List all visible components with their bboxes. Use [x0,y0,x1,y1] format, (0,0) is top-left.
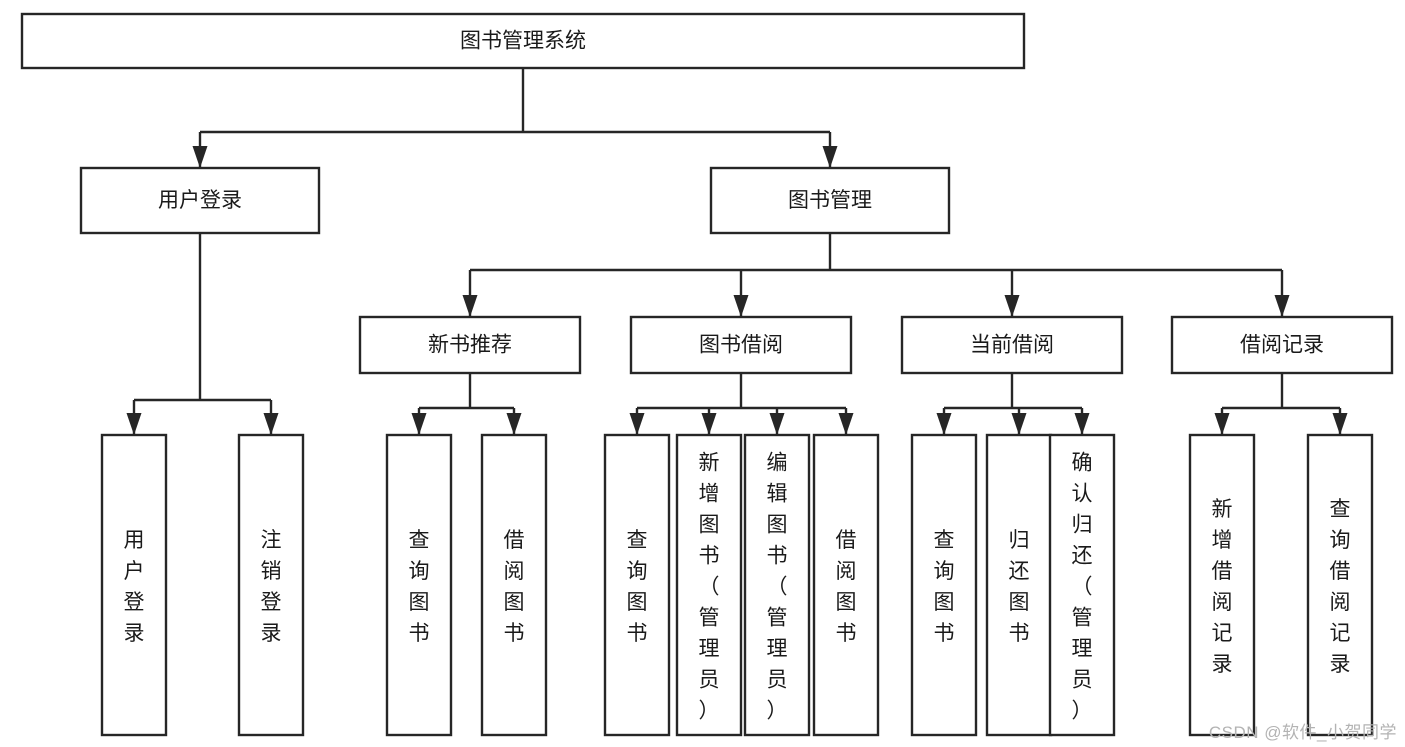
arrow-head-icon [263,413,279,435]
node-leaf-3-box[interactable] [480,433,548,737]
arrow-head-icon [629,413,645,435]
arrow-head-icon [838,413,854,435]
node-leaf-7-label: 借阅图书 [836,529,857,645]
node-leaf-4-box[interactable] [603,433,671,737]
arrow-head-icon [1011,413,1027,435]
node-leaf-10-box[interactable] [1048,433,1116,737]
node-l2-1-label: 图书借阅 [699,334,783,357]
node-leaf-6[interactable]: 编辑图书（管理员） [743,433,811,737]
node-leaf-12-box[interactable] [1306,433,1374,737]
node-leaf-8[interactable]: 查询图书 [910,433,978,737]
node-leaf-6-box[interactable] [743,433,811,737]
node-leaf-10[interactable]: 确认归还（管理员） [1048,433,1116,737]
node-leaf-1-box[interactable] [237,433,305,737]
node-l1-0[interactable]: 用户登录 [79,166,321,235]
arrow-head-icon [1004,295,1020,317]
arrow-head-icon [411,413,427,435]
node-leaf-11[interactable]: 新增借阅记录 [1188,433,1256,737]
node-l2-3-box[interactable] [1170,315,1394,375]
node-leaf-2-box[interactable] [385,433,453,737]
node-leaf-1-label: 注销登录 [261,529,282,645]
node-leaf-10-label: 确认归还（管理员） [1072,452,1093,723]
arrow-head-icon [506,413,522,435]
node-root-book-management-system[interactable]: 图书管理系统 [20,12,1026,70]
node-l2-0-label: 新书推荐 [428,334,512,357]
arrow-head-icon [936,413,952,435]
node-l2-2[interactable]: 当前借阅 [900,315,1124,375]
node-leaf-9[interactable]: 归还图书 [985,433,1053,737]
arrow-head-icon [1214,413,1230,435]
connectors-layer [126,68,1348,435]
node-leaf-8-label: 查询图书 [934,529,955,645]
node-leaf-3[interactable]: 借阅图书 [480,433,548,737]
node-leaf-4[interactable]: 查询图书 [603,433,671,737]
node-leaf-11-label: 新增借阅记录 [1212,498,1233,676]
node-l2-2-label: 当前借阅 [970,334,1054,357]
node-l1-0-box[interactable] [79,166,321,235]
nodes-layer: 图书管理系统用户登录图书管理新书推荐图书借阅当前借阅借阅记录用户登录注销登录查询… [20,12,1394,737]
arrow-head-icon [126,413,142,435]
node-l2-3[interactable]: 借阅记录 [1170,315,1394,375]
node-leaf-2-label: 查询图书 [409,529,430,645]
arrow-head-icon [733,295,749,317]
node-leaf-12[interactable]: 查询借阅记录 [1306,433,1374,737]
arrow-head-icon [462,295,478,317]
node-l2-2-box[interactable] [900,315,1124,375]
node-l2-0-box[interactable] [358,315,582,375]
node-leaf-5[interactable]: 新增图书（管理员） [675,433,743,737]
node-leaf-7[interactable]: 借阅图书 [812,433,880,737]
node-l1-1-box[interactable] [709,166,951,235]
arrow-head-icon [769,413,785,435]
watermark-text: CSDN @软件_小贺同学 [1208,723,1397,742]
node-l2-1[interactable]: 图书借阅 [629,315,853,375]
node-root-book-management-system-label: 图书管理系统 [460,30,586,53]
node-l2-0[interactable]: 新书推荐 [358,315,582,375]
node-leaf-11-box[interactable] [1188,433,1256,737]
node-leaf-7-box[interactable] [812,433,880,737]
node-leaf-9-box[interactable] [985,433,1053,737]
node-leaf-2[interactable]: 查询图书 [385,433,453,737]
node-l1-1[interactable]: 图书管理 [709,166,951,235]
arrow-head-icon [1274,295,1290,317]
node-root-book-management-system-box[interactable] [20,12,1026,70]
arrow-head-icon [1074,413,1090,435]
node-l1-0-label: 用户登录 [158,189,242,212]
node-leaf-0-label: 用户登录 [124,529,145,645]
node-leaf-9-label: 归还图书 [1009,529,1030,645]
arrow-head-icon [1332,413,1348,435]
node-leaf-1[interactable]: 注销登录 [237,433,305,737]
node-leaf-0[interactable]: 用户登录 [100,433,168,737]
node-l1-1-label: 图书管理 [788,189,872,212]
node-leaf-4-label: 查询图书 [627,529,648,645]
node-leaf-3-label: 借阅图书 [504,529,525,645]
arrow-head-icon [701,413,717,435]
node-leaf-0-box[interactable] [100,433,168,737]
node-leaf-5-label: 新增图书（管理员） [699,452,720,723]
arrow-head-icon [192,146,208,168]
node-l2-1-box[interactable] [629,315,853,375]
node-leaf-8-box[interactable] [910,433,978,737]
arrow-head-icon [822,146,838,168]
node-leaf-5-box[interactable] [675,433,743,737]
node-leaf-12-label: 查询借阅记录 [1330,498,1351,676]
node-leaf-6-label: 编辑图书（管理员） [767,452,788,723]
node-l2-3-label: 借阅记录 [1240,334,1324,357]
